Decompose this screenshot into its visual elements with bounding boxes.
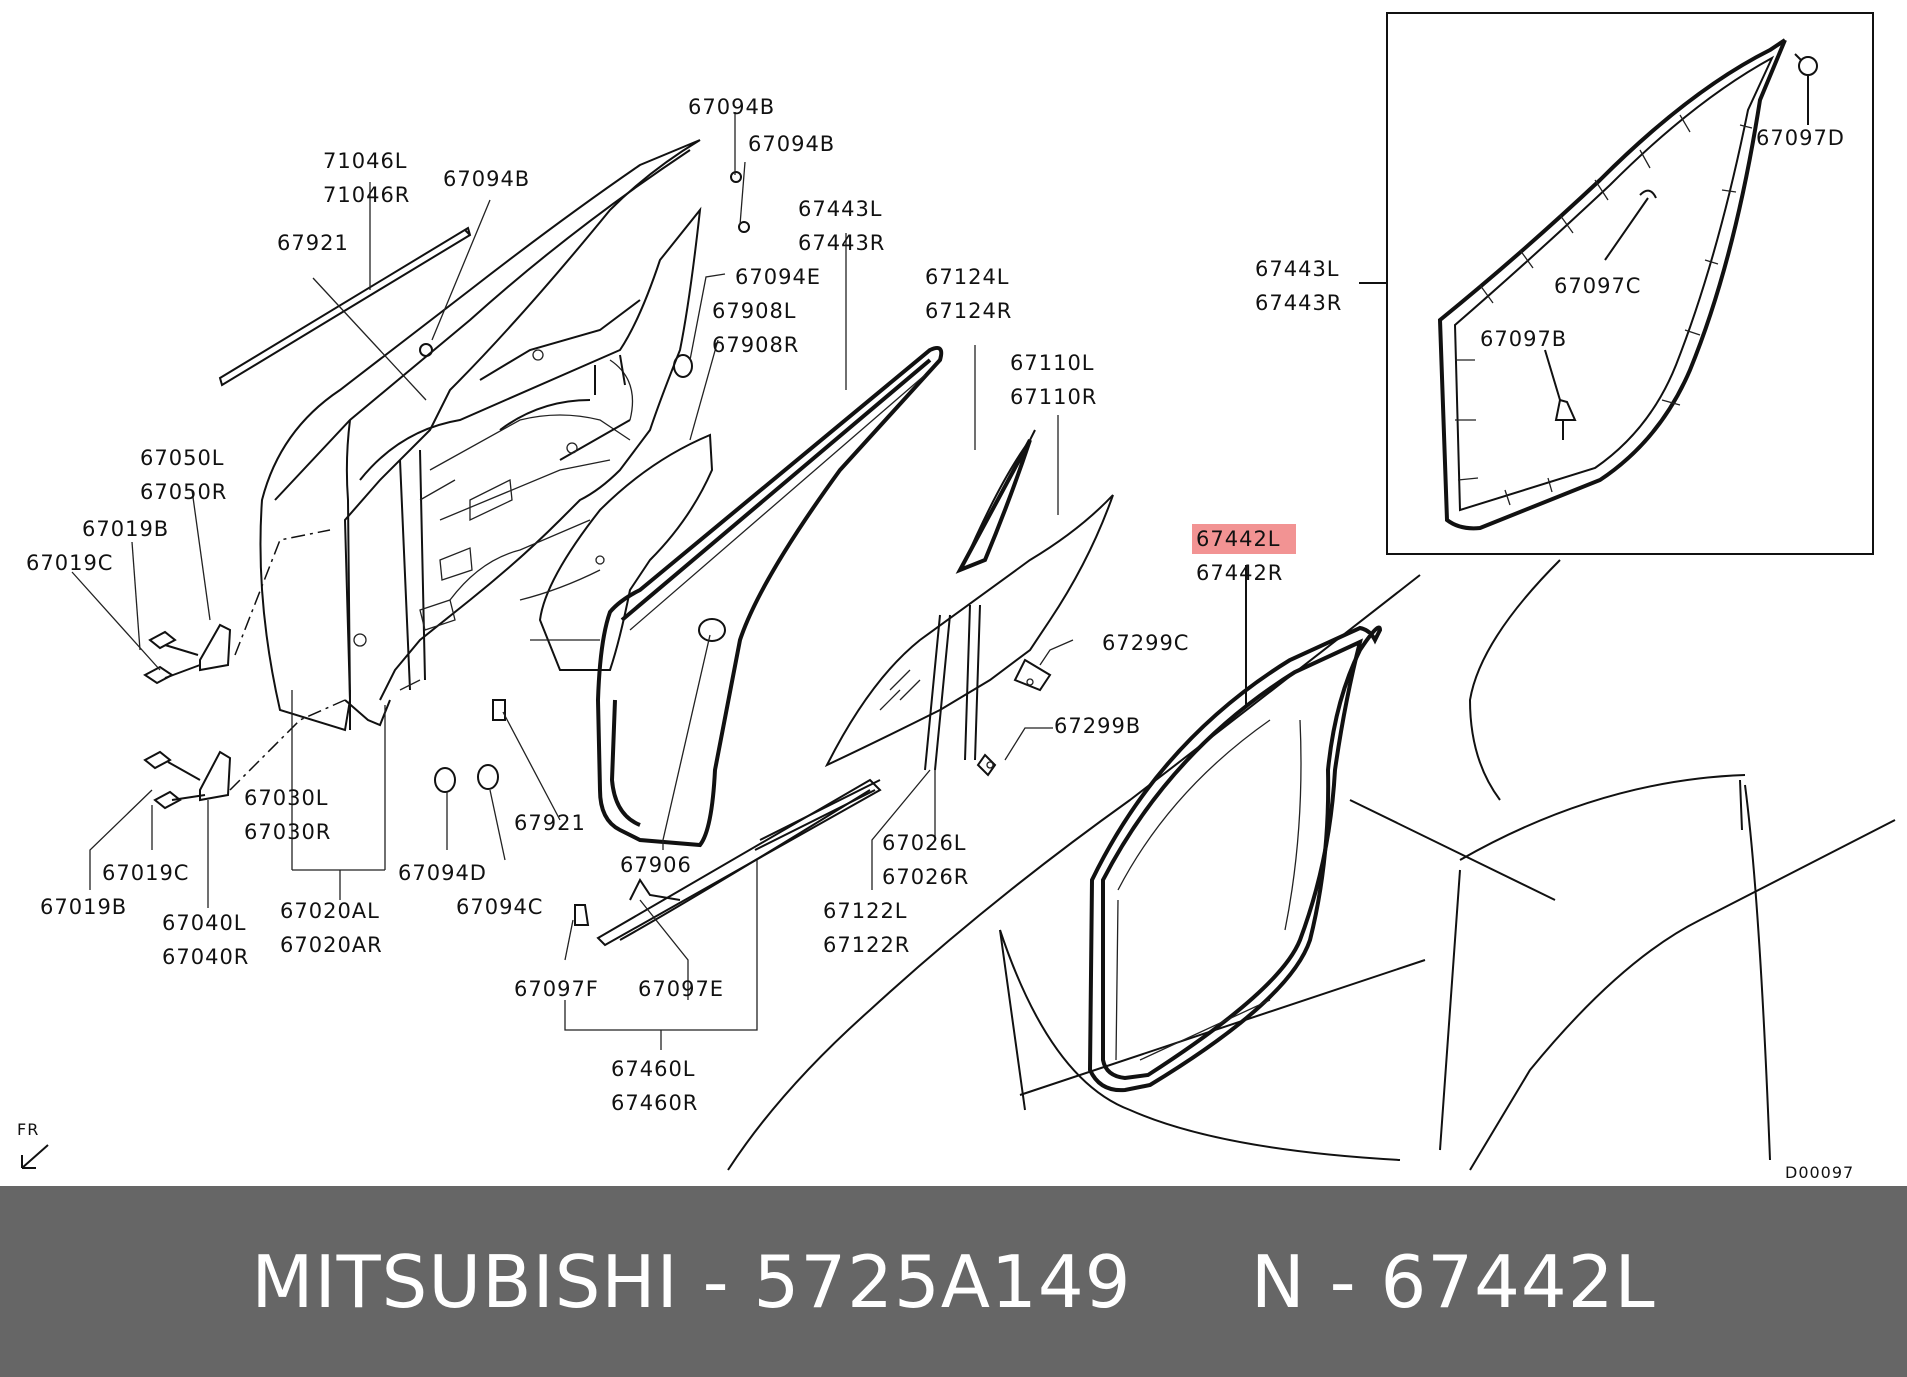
weatherstrip-lower bbox=[574, 778, 882, 947]
label-67097E: 67097E bbox=[638, 977, 724, 1001]
door-panel bbox=[218, 139, 714, 732]
label-67097B: 67097B bbox=[1480, 327, 1567, 351]
label-67124L: 67124L bbox=[925, 265, 1010, 289]
hinges bbox=[143, 529, 346, 810]
label-67030L: 67030L bbox=[244, 786, 329, 810]
parts-diagram-svg: 67097D 67097C 67097B 67443L 67443R 67442… bbox=[17, 12, 1896, 1182]
fr-indicator: FR bbox=[17, 1120, 49, 1169]
label-67460L: 67460L bbox=[611, 1057, 696, 1081]
label-67443L-inset: 67443L bbox=[1255, 257, 1340, 281]
body-opening: 67442L 67442R bbox=[727, 524, 1896, 1171]
label-67094B-3: 67094B bbox=[748, 132, 835, 156]
diagram-code: D00097 bbox=[1785, 1163, 1854, 1182]
label-67443R-inset: 67443R bbox=[1255, 291, 1342, 315]
label-67094B-2: 67094B bbox=[688, 95, 775, 119]
label-67094E: 67094E bbox=[735, 265, 821, 289]
label-67019B-2: 67019B bbox=[40, 895, 127, 919]
label-67443R: 67443R bbox=[798, 231, 885, 255]
small-parts bbox=[419, 171, 1052, 793]
label-67094C: 67094C bbox=[456, 895, 543, 919]
glass-run-seal bbox=[595, 346, 944, 848]
label-67019B-1: 67019B bbox=[82, 517, 169, 541]
label-67019C-1: 67019C bbox=[26, 551, 113, 575]
label-67122L: 67122L bbox=[823, 899, 908, 923]
label-67299C: 67299C bbox=[1102, 631, 1189, 655]
label-67443L: 67443L bbox=[798, 197, 883, 221]
label-67020AL: 67020AL bbox=[280, 899, 380, 923]
inset-panel: 67097D 67097C 67097B 67443L 67443R bbox=[1255, 12, 1874, 555]
label-67921-a: 67921 bbox=[277, 231, 349, 255]
part-labels: 71046L 71046R 67921 67094B 67094B 67094B… bbox=[26, 95, 1189, 1115]
label-67026R: 67026R bbox=[882, 865, 969, 889]
label-67442R: 67442R bbox=[1196, 561, 1283, 585]
label-67299B: 67299B bbox=[1054, 714, 1141, 738]
label-67050L: 67050L bbox=[140, 446, 225, 470]
highlight-box bbox=[1192, 524, 1296, 554]
label-67906: 67906 bbox=[620, 853, 692, 877]
label-67921-b: 67921 bbox=[514, 811, 586, 835]
parts-diagram: 67097D 67097C 67097B 67443L 67443R 67442… bbox=[17, 12, 1896, 1182]
label-67122R: 67122R bbox=[823, 933, 910, 957]
label-67030R: 67030R bbox=[244, 820, 331, 844]
label-67097D: 67097D bbox=[1756, 126, 1845, 150]
label-67442L: 67442L bbox=[1196, 527, 1281, 551]
footer-bar: MITSUBISHI - 5725A149 N - 67442L bbox=[0, 1186, 1907, 1377]
label-67110L: 67110L bbox=[1010, 351, 1095, 375]
channels bbox=[754, 429, 1036, 851]
label-67040R: 67040R bbox=[162, 945, 249, 969]
label-67460R: 67460R bbox=[611, 1091, 698, 1115]
leader-lines bbox=[71, 112, 1074, 1050]
label-67026L: 67026L bbox=[882, 831, 967, 855]
label-71046L: 71046L bbox=[323, 149, 408, 173]
label-67040L: 67040L bbox=[162, 911, 247, 935]
label-67020AR: 67020AR bbox=[280, 933, 383, 957]
door-glass bbox=[824, 494, 1114, 768]
label-71046R: 71046R bbox=[323, 183, 410, 207]
fr-arrow-icon bbox=[21, 1144, 49, 1169]
label-67050R: 67050R bbox=[140, 480, 227, 504]
label-67094D: 67094D bbox=[398, 861, 487, 885]
label-67908L: 67908L bbox=[712, 299, 797, 323]
fr-label: FR bbox=[17, 1120, 39, 1139]
label-67097C: 67097C bbox=[1554, 274, 1641, 298]
label-67094B-1: 67094B bbox=[443, 167, 530, 191]
label-67019C-2: 67019C bbox=[102, 861, 189, 885]
label-67097F: 67097F bbox=[514, 977, 599, 1001]
label-67908R: 67908R bbox=[712, 333, 799, 357]
label-67124R: 67124R bbox=[925, 299, 1012, 323]
footer-title: MITSUBISHI - 5725A149 N - 67442L bbox=[251, 1239, 1656, 1324]
label-67110R: 67110R bbox=[1010, 385, 1097, 409]
